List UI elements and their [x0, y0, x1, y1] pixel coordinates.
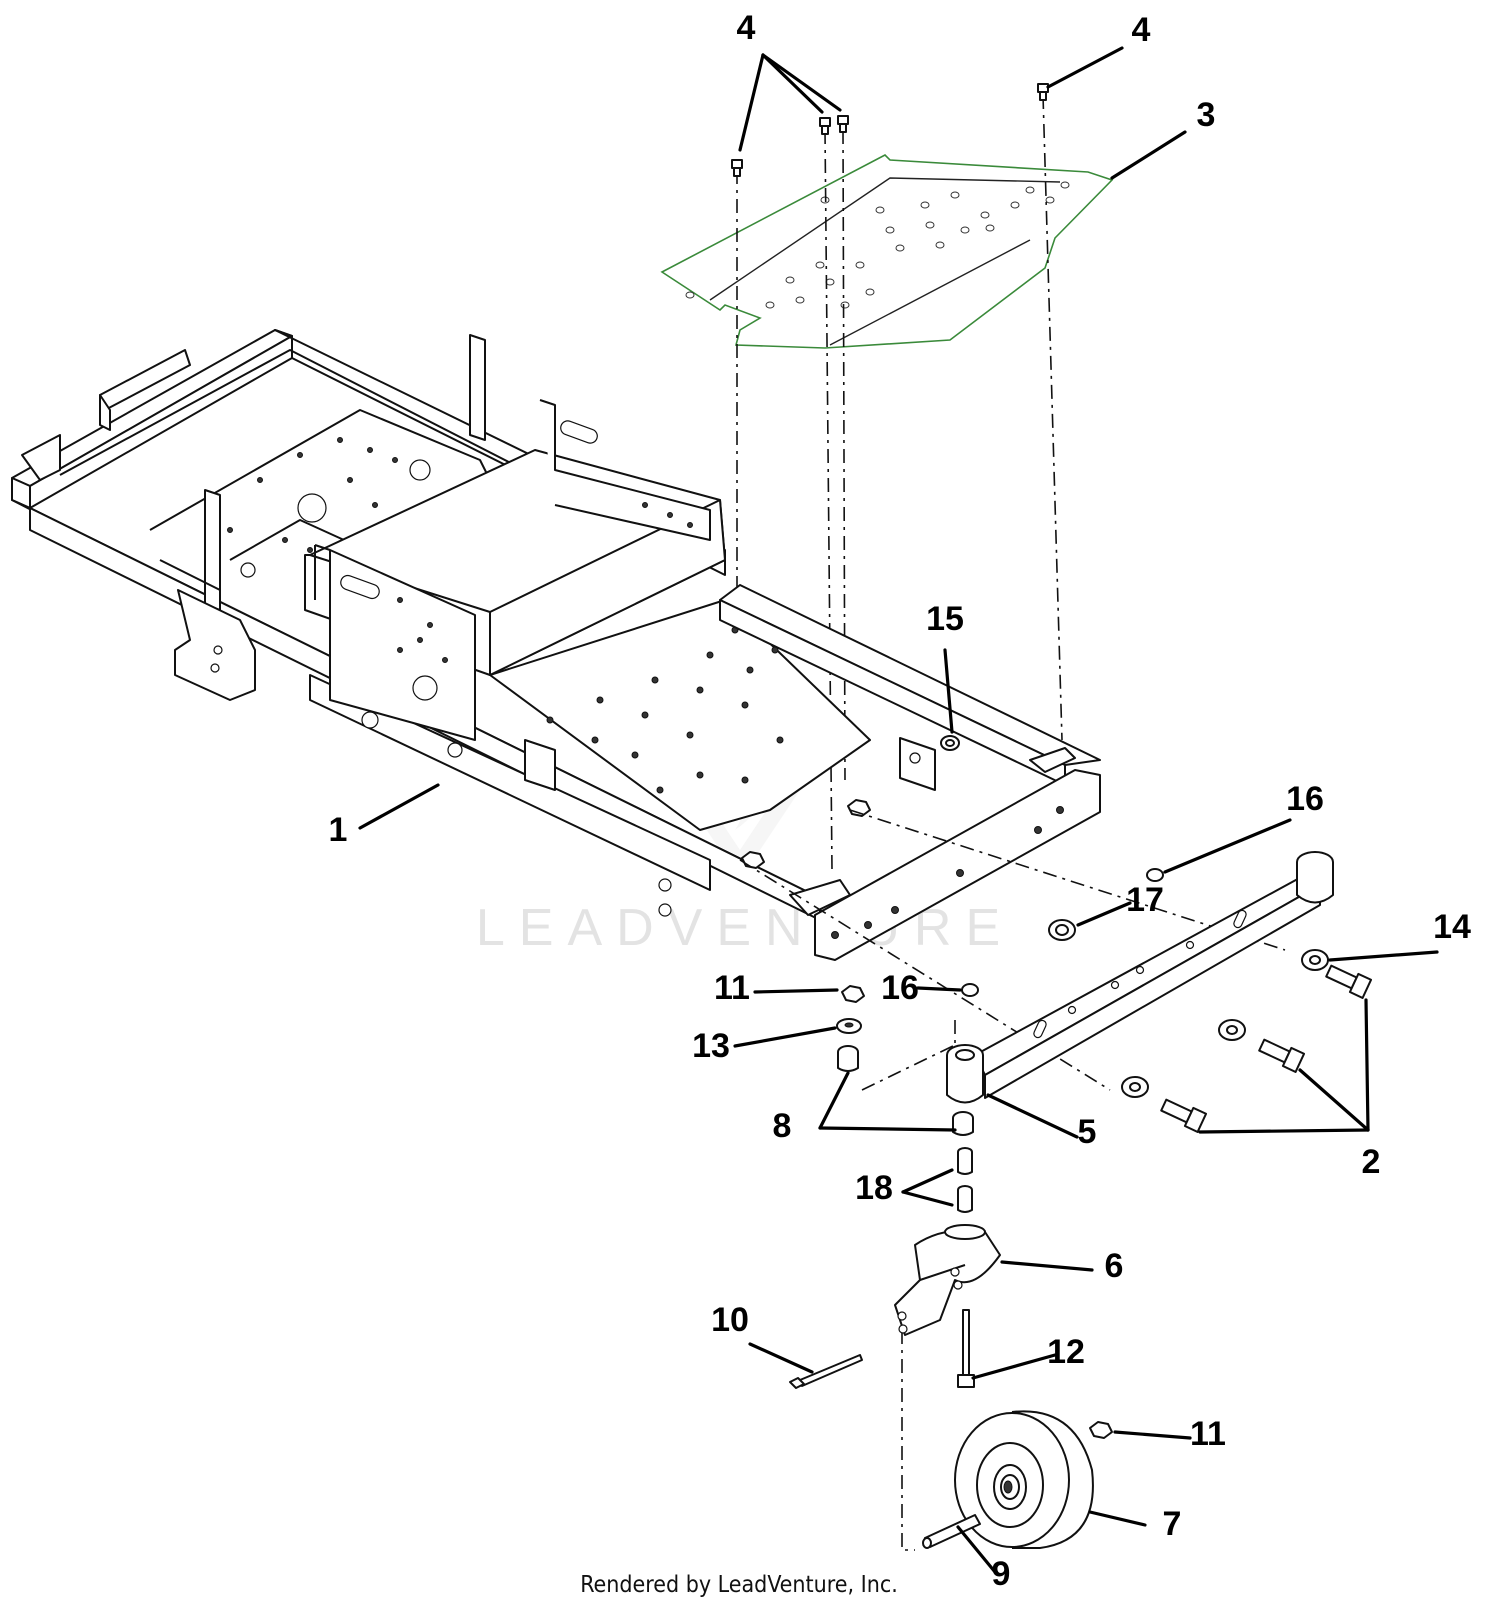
spacer-part-17	[1048, 919, 1076, 941]
bolt-part-12	[957, 1309, 975, 1388]
callout-18: 18	[855, 1169, 893, 1207]
nut-part-11	[841, 985, 865, 1003]
main-frame-part-1	[11, 329, 1101, 961]
callout-14: 14	[1433, 908, 1471, 946]
callout-11: 11	[714, 969, 750, 1007]
nut-part-11-lower	[1089, 1421, 1113, 1439]
callout-2: 2	[1362, 1143, 1381, 1181]
wheel-part-7	[954, 1410, 1094, 1549]
bolt-part-10	[789, 1354, 863, 1389]
callout-17: 17	[1126, 881, 1164, 919]
bushing-part-8	[837, 1045, 974, 1136]
callout-1: 1	[329, 811, 348, 849]
callout-8: 8	[773, 1107, 792, 1145]
bolt-part-4	[731, 83, 1049, 177]
callout-4: 4	[737, 9, 756, 47]
spacer-part-16	[961, 868, 1164, 997]
callout-labels: 4 4 3 15 1 16 17 14 11 16 13 8 5 2 18 6 …	[329, 9, 1471, 1593]
washer-part-13	[836, 1018, 862, 1034]
callout-11: 11	[1190, 1415, 1226, 1453]
callout-16: 16	[881, 969, 919, 1007]
callout-5: 5	[1078, 1113, 1097, 1151]
callout-16: 16	[1286, 780, 1324, 818]
axle-pin-part-9	[922, 1514, 981, 1549]
watermark-text: LEADVENTURE	[476, 899, 1014, 957]
callout-13: 13	[692, 1027, 730, 1065]
callout-7: 7	[1163, 1505, 1182, 1543]
callout-6: 6	[1105, 1247, 1124, 1285]
front-axle-part-5	[946, 851, 1334, 1104]
callout-4: 4	[1132, 11, 1151, 49]
callout-9: 9	[992, 1555, 1011, 1593]
bolt-part-2	[1160, 964, 1373, 1133]
washer-part-14	[1121, 949, 1329, 1098]
callout-10: 10	[711, 1301, 749, 1339]
caster-fork-part-6	[894, 1224, 1001, 1336]
callout-12: 12	[1047, 1333, 1085, 1371]
bearing-part-18	[957, 1147, 973, 1213]
leader-lines	[358, 46, 1439, 1574]
callout-15: 15	[926, 600, 964, 638]
footer-credit: Rendered by LeadVenture, Inc.	[580, 1572, 898, 1598]
callout-3: 3	[1197, 96, 1216, 134]
